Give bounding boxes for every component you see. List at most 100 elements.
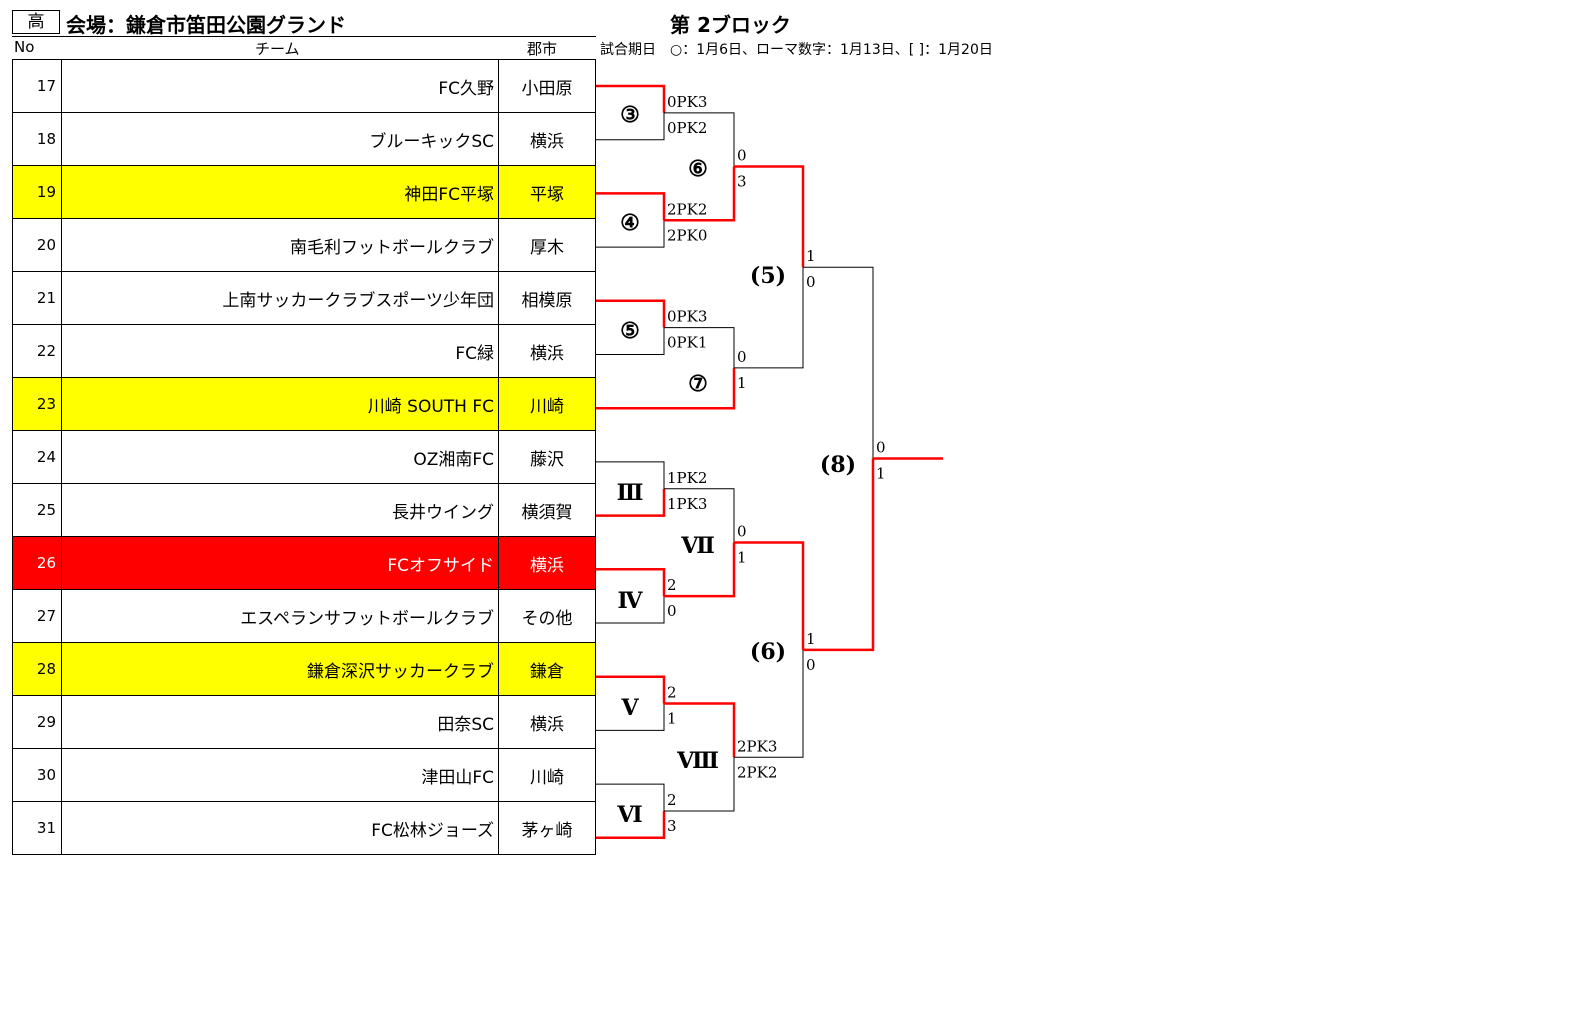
match-label: Ⅲ: [617, 480, 644, 506]
team-name: 田奈SC: [61, 695, 499, 749]
match-label: (8): [820, 452, 856, 478]
team-name: 川崎 SOUTH FC: [61, 377, 499, 431]
bracket-line: [664, 702, 736, 758]
bracket-line: [803, 458, 875, 652]
team-number: 20: [12, 218, 62, 272]
bracket-line: [596, 488, 666, 517]
score-bottom: 3: [667, 817, 677, 835]
bracket-line: [664, 757, 735, 812]
score-top: 2: [667, 684, 677, 702]
team-number: 23: [12, 377, 62, 431]
schedule-note: 試合期日 ○：1月6日、ローマ数字：1月13日、[ ]：1月20日: [600, 42, 993, 58]
score-bottom: 2PK0: [667, 226, 707, 244]
score-top: 2: [667, 576, 677, 594]
team-name: 長井ウイング: [61, 483, 499, 537]
team-city: 横浜: [498, 695, 596, 749]
team-number: 18: [12, 112, 62, 166]
team-name: FCオフサイド: [61, 536, 499, 590]
score-bottom: 0PK2: [667, 119, 707, 137]
match-label: ⑤: [620, 318, 640, 344]
bracket-line: [734, 267, 804, 369]
match-label: ⑦: [688, 371, 708, 397]
score-bottom: 1: [876, 465, 886, 483]
bracket-line: [596, 783, 665, 811]
team-name: FC松林ジョーズ: [61, 801, 499, 855]
score-bottom: 1: [737, 374, 747, 392]
team-name: OZ湘南FC: [61, 430, 499, 484]
score-top: 0: [737, 348, 747, 366]
score-top: 0: [876, 439, 886, 457]
bracket-line: [596, 299, 666, 328]
bracket-line: [596, 596, 665, 624]
team-number: 25: [12, 483, 62, 537]
match-label: (5): [750, 263, 786, 289]
team-name: 津田山FC: [61, 748, 499, 802]
team-name: 南毛利フットボールクラブ: [61, 218, 499, 272]
score-bottom: 1PK3: [667, 495, 707, 513]
score-top: 1: [806, 630, 816, 648]
score-top: 0PK3: [667, 308, 707, 326]
team-number: 19: [12, 165, 62, 219]
match-label: Ⅶ: [680, 533, 715, 559]
score-top: 2PK3: [737, 737, 777, 755]
team-city: 横浜: [498, 536, 596, 590]
score-top: 0PK3: [667, 93, 707, 111]
score-top: 1PK2: [667, 469, 707, 487]
score-top: 1: [806, 247, 816, 265]
team-city: 厚木: [498, 218, 596, 272]
score-top: 2: [667, 791, 677, 809]
bracket-line: [734, 541, 805, 650]
bracket-line: [664, 542, 736, 598]
bracket-line: [664, 367, 736, 410]
team-city: 相模原: [498, 271, 596, 325]
match-label: Ⅷ: [676, 748, 719, 774]
team-name: 鎌倉深沢サッカークラブ: [61, 642, 499, 696]
bracket-line: [664, 112, 735, 167]
match-label: ③: [620, 102, 640, 128]
bracket-line: [664, 327, 735, 368]
bracket-line: [734, 165, 805, 268]
score-top: 0: [737, 147, 747, 165]
team-city: 平塚: [498, 165, 596, 219]
column-header-no: No: [14, 38, 35, 56]
team-name: 上南サッカークラブスポーツ少年団: [61, 271, 499, 325]
column-header-city: 郡市: [527, 40, 558, 58]
score-bottom: 1: [667, 710, 677, 728]
bracket-line: [596, 461, 665, 489]
match-label: ⑥: [688, 156, 708, 182]
level-badge: 高: [12, 10, 60, 34]
score-bottom: 0PK1: [667, 334, 707, 352]
score-bottom: 0: [806, 273, 816, 291]
team-name: エスペランサフットボールクラブ: [61, 589, 499, 643]
bracket-line: [803, 266, 874, 459]
bracket-line: [734, 649, 804, 758]
bracket-line: [596, 327, 665, 355]
team-city: 川崎: [498, 748, 596, 802]
team-number: 28: [12, 642, 62, 696]
match-label: Ⅵ: [616, 802, 642, 828]
bracket-line: [596, 703, 665, 731]
block-title: 第 2ブロック: [670, 13, 791, 37]
bracket-line: [596, 112, 665, 141]
score-bottom: 0: [667, 602, 677, 620]
score-bottom: 3: [737, 173, 747, 191]
team-city: その他: [498, 589, 596, 643]
match-label: (6): [750, 639, 786, 665]
score-bottom: 0: [806, 656, 816, 674]
bracket-line: [664, 488, 735, 543]
venue-title: 会場：鎌倉市笛田公園グランド: [66, 13, 346, 37]
score-top: 0: [737, 522, 747, 540]
bracket-line: [596, 220, 665, 248]
